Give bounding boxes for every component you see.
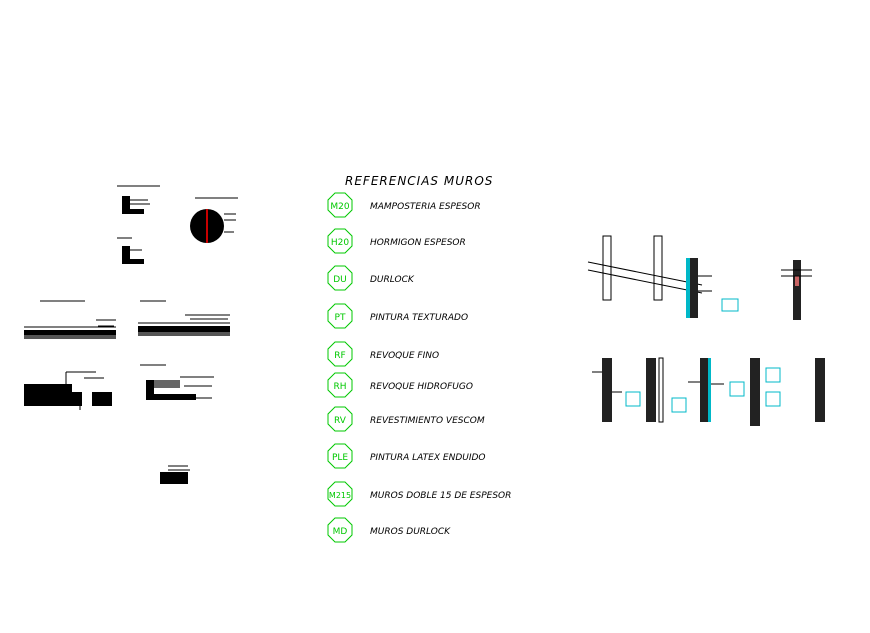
legend-item: RF REVOQUE FINO — [327, 341, 439, 367]
legend-item: DU DURLOCK — [327, 265, 415, 291]
legend-item: RV REVESTIMIENTO VESCOM — [327, 406, 485, 432]
legend-item: M20 MAMPOSTERIA ESPESOR — [327, 192, 481, 218]
wall-section-upper — [587, 235, 739, 318]
legend-code: DU — [333, 275, 347, 285]
detail-floor-section-left — [24, 300, 116, 339]
detail-group-top-left — [117, 185, 160, 264]
legend-title: REFERENCIAS MUROS — [345, 174, 493, 188]
detail-foundation-right — [140, 364, 214, 400]
legend-label: MAMPOSTERIA ESPESOR — [370, 202, 481, 212]
detail-small-bottom — [160, 465, 190, 484]
detail-circle-section — [190, 197, 238, 243]
legend-label: HORMIGON ESPESOR — [370, 238, 466, 248]
legend-label: REVESTIMIENTO VESCOM — [370, 416, 485, 426]
legend-label: PINTURA TEXTURADO — [370, 313, 468, 323]
legend-item: RH REVOQUE HIDROFUGO — [327, 372, 473, 398]
legend-item: PT PINTURA TEXTURADO — [327, 303, 468, 329]
legend-label: MUROS DURLOCK — [370, 527, 451, 537]
legend-item: MD MUROS DURLOCK — [327, 517, 451, 543]
legend-label: MUROS DOBLE 15 DE ESPESOR — [370, 491, 511, 501]
legend-code: RV — [334, 416, 347, 426]
legend-code: PT — [335, 313, 346, 323]
wall-sections-lower — [592, 357, 825, 426]
legend-label: REVOQUE HIDROFUGO — [370, 382, 473, 392]
legend-label: DURLOCK — [370, 275, 415, 285]
legend-code: M215 — [329, 491, 351, 500]
legend-item: M215 MUROS DOBLE 15 DE ESPESOR — [327, 481, 511, 507]
legend-code: H20 — [331, 238, 349, 248]
wall-section-upper-right — [781, 260, 812, 320]
legend-code: MD — [333, 527, 348, 537]
legend-item: PLE PINTURA LATEX ENDUIDO — [327, 443, 486, 469]
legend-label: PINTURA LATEX ENDUIDO — [370, 453, 486, 463]
legend-label: REVOQUE FINO — [370, 351, 439, 361]
legend: REFERENCIAS MUROS M20 MAMPOSTERIA ESPESO… — [327, 174, 511, 543]
legend-code: PLE — [332, 453, 348, 463]
legend-code: M20 — [330, 202, 349, 212]
legend-code: RF — [334, 351, 345, 361]
detail-foundation-left — [24, 371, 112, 410]
legend-code: RH — [333, 382, 346, 392]
legend-item: H20 HORMIGON ESPESOR — [327, 228, 466, 254]
detail-floor-section-right — [138, 300, 230, 336]
